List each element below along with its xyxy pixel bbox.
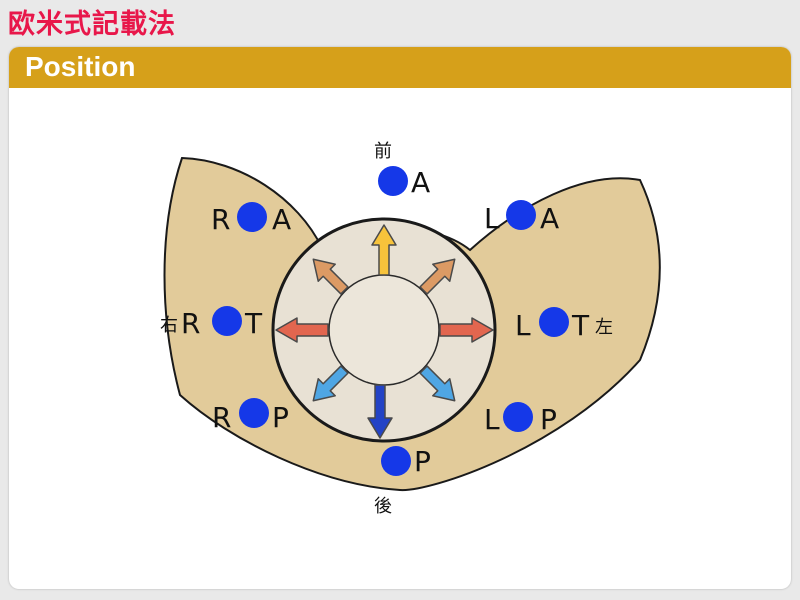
- arrow-left: [275, 317, 329, 343]
- dot-anterior: [378, 166, 408, 196]
- fetal-head-inner-circle: [328, 274, 440, 386]
- section-title: Position: [25, 51, 136, 82]
- label-left: 左: [595, 317, 613, 338]
- dot-left-posterior: [503, 402, 533, 432]
- arrow-upper-left: [312, 258, 349, 295]
- position-dots: [212, 166, 569, 476]
- pos-rt-r: R: [181, 307, 200, 340]
- dot-right-anterior: [237, 202, 267, 232]
- pos-lt-l: L: [515, 309, 531, 342]
- label-back: 後: [374, 496, 392, 517]
- pos-lp-l: L: [484, 403, 500, 436]
- arrow-lower-left: [312, 365, 349, 402]
- label-front: 前: [374, 141, 392, 162]
- arrow-upper-right: [419, 258, 456, 295]
- pos-la-l: L: [484, 202, 500, 235]
- dot-left-transverse: [539, 307, 569, 337]
- dot-right-transverse: [212, 306, 242, 336]
- pos-top-center: A: [411, 166, 430, 199]
- direction-arrows: [275, 224, 494, 439]
- pos-lt-t: T: [571, 309, 590, 342]
- pos-rp-r: R: [212, 401, 231, 434]
- pos-ra-r: R: [211, 203, 230, 236]
- dot-right-posterior: [239, 398, 269, 428]
- pos-bottom-center: P: [414, 445, 431, 478]
- pos-la-a: A: [540, 202, 559, 235]
- arrow-lower-right: [419, 365, 456, 402]
- dot-posterior: [381, 446, 411, 476]
- label-right: 右: [160, 315, 178, 336]
- page-title: 欧米式記載法: [8, 9, 176, 40]
- dot-left-anterior: [506, 200, 536, 230]
- arrow-down: [367, 384, 393, 439]
- pos-rt-t: T: [244, 307, 263, 340]
- pos-ra-a: A: [272, 203, 291, 236]
- section-header: Position: [9, 47, 791, 88]
- pos-rp-p: P: [272, 401, 289, 434]
- arrow-right: [439, 317, 494, 343]
- pos-lp-p: P: [540, 403, 557, 436]
- arrow-up: [371, 224, 397, 276]
